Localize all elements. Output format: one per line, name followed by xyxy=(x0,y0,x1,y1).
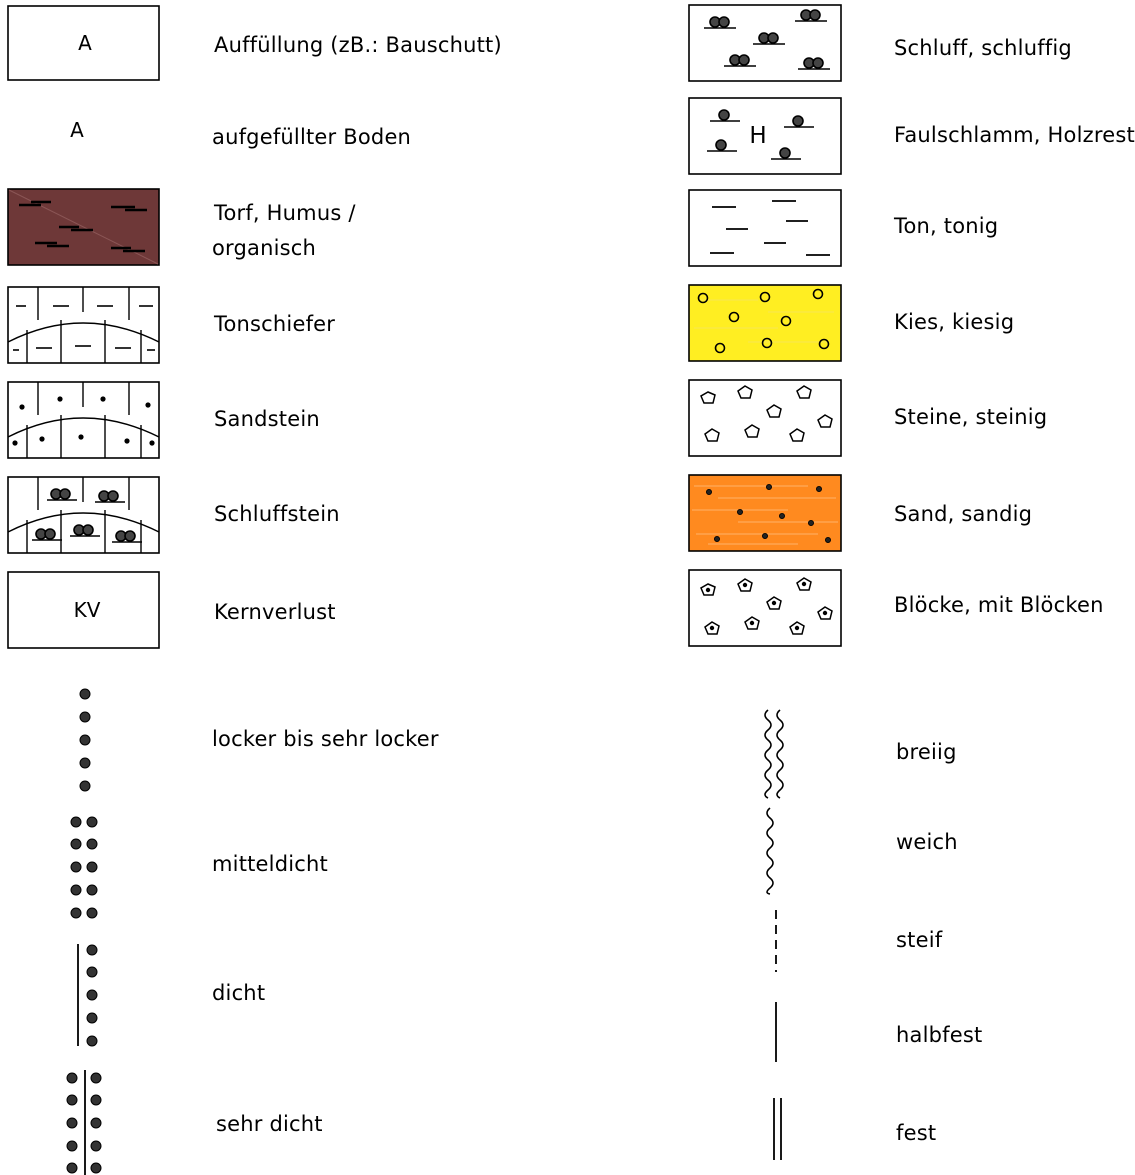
sandstein-label: Sandstein xyxy=(214,402,320,436)
schluffstein-symbol xyxy=(7,476,162,556)
torf-symbol xyxy=(7,188,162,268)
steine-symbol xyxy=(688,379,844,459)
mitteldicht-label: mitteldicht xyxy=(212,847,328,881)
faulschlamm-label: Faulschlamm, Holzreste xyxy=(894,118,1135,152)
kernverlust-symbol: KV xyxy=(7,571,162,651)
halbfest-symbol xyxy=(766,1000,786,1064)
sand-label: Sand, sandig xyxy=(894,497,1032,531)
tonschiefer-symbol xyxy=(7,286,162,366)
locker-label: locker bis sehr locker xyxy=(212,722,439,756)
halbfest-label: halbfest xyxy=(896,1018,982,1052)
weich-symbol xyxy=(758,804,788,896)
sehr-dicht-symbol xyxy=(62,1068,108,1175)
faulschlamm-symbol: H xyxy=(688,97,844,177)
sand-symbol xyxy=(688,474,844,554)
sehr-dicht-label: sehr dicht xyxy=(216,1107,323,1141)
kernverlust-label: Kernverlust xyxy=(214,595,336,629)
steine-label: Steine, steinig xyxy=(894,400,1047,434)
bloecke-symbol xyxy=(688,569,844,649)
locker-symbol xyxy=(70,684,100,794)
torf-label-line2: organisch xyxy=(212,231,316,265)
kies-symbol xyxy=(688,284,844,364)
schluff-label: Schluff, schluffig xyxy=(894,31,1072,65)
schluffstein-label: Schluffstein xyxy=(214,497,340,531)
dicht-symbol xyxy=(70,940,106,1050)
sandstein-symbol xyxy=(7,381,162,461)
steif-symbol xyxy=(766,908,786,974)
tonschiefer-label: Tonschiefer xyxy=(214,307,335,341)
steif-label: steif xyxy=(896,923,942,957)
mitteldicht-symbol xyxy=(66,812,106,922)
breiig-label: breiig xyxy=(896,735,957,769)
fest-label: fest xyxy=(896,1116,936,1150)
schluff-symbol xyxy=(688,4,844,84)
fest-symbol xyxy=(766,1096,790,1162)
ton-symbol xyxy=(688,189,844,269)
bloecke-label: Blöcke, mit Blöcken xyxy=(894,588,1104,622)
torf-label-line1: Torf, Humus / xyxy=(214,196,356,230)
kernverlust-code: KV xyxy=(74,598,101,622)
auffuellung-label: Auffüllung (zB.: Bauschutt) xyxy=(214,28,502,62)
weich-label: weich xyxy=(896,825,958,859)
auffuellung-symbol: A xyxy=(7,5,162,83)
aufgefuellter-boden-symbol: A xyxy=(7,100,162,178)
kies-label: Kies, kiesig xyxy=(894,305,1014,339)
aufgefuellter-boden-label: aufgefüllter Boden xyxy=(212,120,411,154)
faulschlamm-code: H xyxy=(749,123,766,149)
ton-label: Ton, tonig xyxy=(894,209,998,243)
aufgefuellter-boden-code: A xyxy=(70,118,84,142)
auffuellung-code: A xyxy=(78,31,92,55)
breiig-symbol xyxy=(758,706,794,800)
dicht-label: dicht xyxy=(212,976,265,1010)
